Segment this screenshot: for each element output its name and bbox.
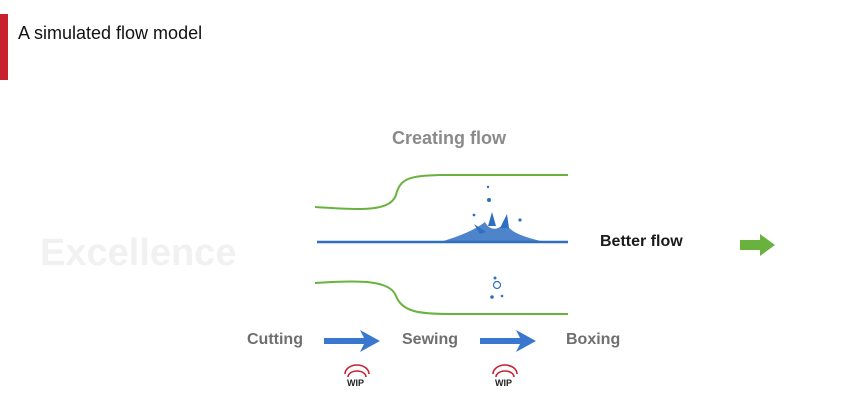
step-boxing: Boxing — [566, 331, 621, 348]
pipe-top-wall — [314, 174, 568, 210]
water-splash-icon — [440, 185, 545, 299]
title-accent-bar — [0, 14, 8, 80]
wip-icon — [344, 364, 370, 378]
diagram-title: Creating flow — [392, 128, 507, 148]
sewing-to-boxing-arrow-icon — [480, 330, 536, 352]
better-flow-arrow-icon — [740, 234, 775, 256]
better-flow-label: Better flow — [600, 233, 683, 250]
watermark-text: Excellence — [40, 232, 237, 274]
slide-title: A simulated flow model — [18, 23, 203, 43]
step-cutting: Cutting — [247, 331, 303, 348]
pipe-bottom-wall — [314, 280, 568, 315]
wip-icon — [492, 364, 518, 378]
wip-label: WIP — [347, 378, 364, 388]
cutting-to-sewing-arrow-icon — [324, 330, 380, 352]
step-sewing: Sewing — [402, 331, 459, 348]
wip-label: WIP — [495, 378, 512, 388]
